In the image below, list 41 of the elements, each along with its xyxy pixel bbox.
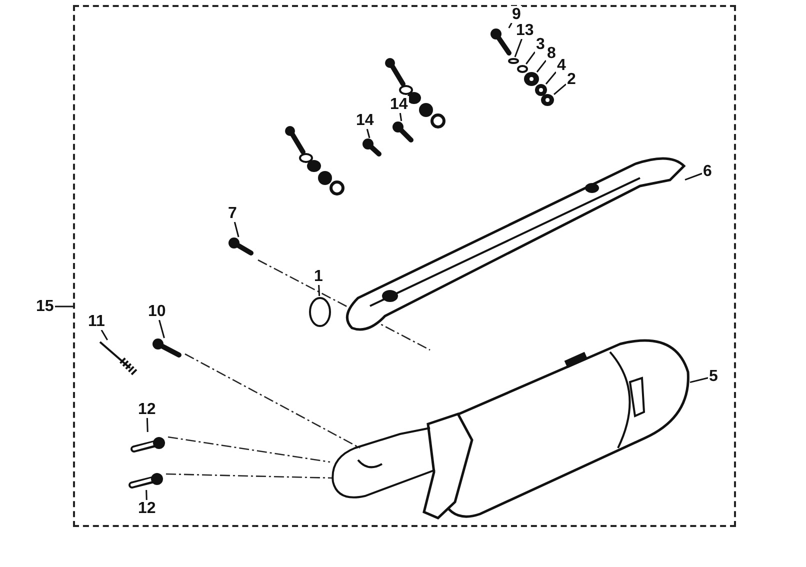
bolt-icon (228, 237, 254, 256)
leader-line (234, 222, 240, 238)
washer-icon (516, 64, 529, 74)
leader-line (684, 172, 702, 180)
callout-number: 14 (389, 96, 409, 113)
callout-number: 11 (87, 313, 106, 330)
nut-icon (541, 94, 554, 106)
leader-line (554, 84, 566, 95)
leader-line (508, 22, 512, 28)
leader-line (366, 128, 370, 138)
sensor-icon (98, 340, 138, 376)
assembly-frame (73, 5, 736, 527)
callout-number: 4 (556, 57, 567, 74)
gasket-icon (308, 296, 332, 328)
callout-number: 9 (511, 6, 522, 23)
collar-icon (535, 84, 547, 96)
callout-number: 14 (355, 112, 375, 129)
leader-line (54, 306, 73, 308)
leader-line (100, 330, 108, 340)
leader-line (158, 320, 165, 338)
rubber-bush-icon (524, 72, 539, 86)
leader-line (514, 38, 522, 58)
callout-number: 8 (546, 45, 557, 62)
leader-line (146, 490, 148, 500)
leader-line (146, 418, 148, 432)
bolt-icon (392, 121, 414, 143)
washer-icon (507, 57, 520, 65)
callout-number: 2 (566, 71, 577, 88)
leader-line (526, 52, 536, 64)
leader-line (690, 377, 708, 384)
leader-line (545, 72, 557, 84)
bolt-icon (152, 338, 182, 358)
bolt-icon (490, 28, 512, 56)
leader-line (536, 60, 547, 72)
callout-number: 10 (147, 303, 167, 320)
leader-line (318, 284, 320, 296)
callout-number: 13 (515, 22, 535, 39)
bolt-icon (362, 138, 382, 157)
leader-line (399, 112, 402, 122)
callout-number: 3 (535, 36, 546, 53)
callout-number: 7 (227, 205, 238, 222)
